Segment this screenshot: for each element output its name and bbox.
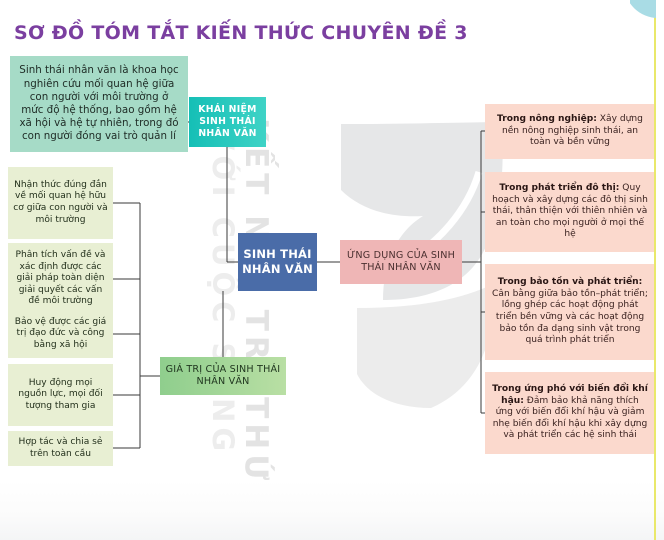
application-node: ỨNG DỤNG CỦA SINH THÁI NHÂN VĂN bbox=[340, 240, 462, 284]
values-node: GIÁ TRỊ CỦA SINH THÁI NHÂN VĂN bbox=[160, 357, 286, 395]
definition-box: Sinh thái nhân văn là khoa học nghiên cứ… bbox=[10, 56, 188, 152]
application-item: Trong ứng phó với biến đổi khí hậu: Đảm … bbox=[485, 372, 655, 454]
application-item: Trong phát triển đô thị: Quy hoạch và xâ… bbox=[485, 172, 655, 252]
application-item-text: Trong phát triển đô thị: Quy hoạch và xâ… bbox=[492, 183, 648, 241]
value-item: Phân tích vấn đề và xác định được các gi… bbox=[8, 243, 113, 315]
application-item-body: Quy hoạch và xây dựng các đô thị sinh th… bbox=[492, 182, 648, 240]
value-item-text: Huy động mọi nguồn lực, mọi đối tượng th… bbox=[18, 377, 103, 411]
application-item-text: Trong ứng phó với biến đổi khí hậu: Đảm … bbox=[492, 384, 648, 442]
value-item: Hợp tác và chia sẻ trên toàn cầu bbox=[8, 431, 113, 466]
definition-text: Sinh thái nhân văn là khoa học nghiên cứ… bbox=[19, 64, 179, 143]
application-item-heading: Trong nông nghiệp: bbox=[497, 114, 597, 125]
page-title: SƠ ĐỒ TÓM TẮT KIẾN THỨC CHUYÊN ĐỀ 3 bbox=[14, 22, 468, 44]
application-item: Trong bảo tồn và phát triển: Cân bằng gi… bbox=[485, 264, 655, 360]
watermark-text-line1: KẾT NỐI TRI THỨC bbox=[238, 118, 274, 513]
application-item-heading: Trong ứng phó với biến đổi khí hậu: bbox=[492, 383, 648, 406]
page-corner-accent bbox=[630, 0, 656, 26]
application-item-heading: Trong phát triển đô thị: bbox=[499, 182, 620, 193]
application-item-text: Trong nông nghiệp: Xây dựng nền nông ngh… bbox=[492, 114, 648, 149]
application-item-body: Xây dựng nền nông nghiệp sinh thái, an t… bbox=[501, 114, 643, 148]
application-item-text: Trong bảo tồn và phát triển: Cân bằng gi… bbox=[492, 277, 648, 347]
application-item: Trong nông nghiệp: Xây dựng nền nông ngh… bbox=[485, 104, 655, 159]
value-item: Nhận thức đúng đắn về mối quan hệ hữu cơ… bbox=[8, 167, 113, 239]
application-item-body: Cân bằng giữa bảo tồn–phát triển; lồng g… bbox=[492, 288, 648, 346]
page-bottom-shade bbox=[0, 480, 664, 540]
center-label: SINH THÁI NHÂN VĂN bbox=[242, 247, 313, 276]
center-node: SINH THÁI NHÂN VĂN bbox=[238, 233, 317, 291]
application-item-body: Đảm bảo khả năng thích ứng với biến đổi … bbox=[492, 395, 648, 441]
values-label: GIÁ TRỊ CỦA SINH THÁI NHÂN VĂN bbox=[165, 363, 281, 387]
value-item-text: Nhận thức đúng đắn về mối quan hệ hữu cơ… bbox=[13, 179, 108, 225]
page-right-edge-accent bbox=[654, 0, 656, 540]
value-item-text: Hợp tác và chia sẻ trên toàn cầu bbox=[18, 436, 103, 459]
value-item: Bảo vệ được các giá trị đạo đức và công … bbox=[8, 310, 113, 358]
concept-label: KHÁI NIỆM SINH THÁI NHÂN VĂN bbox=[198, 104, 257, 139]
application-label: ỨNG DỤNG CỦA SINH THÁI NHÂN VĂN bbox=[346, 249, 455, 273]
concept-node: KHÁI NIỆM SINH THÁI NHÂN VĂN bbox=[189, 97, 266, 147]
value-item-text: Bảo vệ được các giá trị đạo đức và công … bbox=[14, 316, 107, 350]
value-item-text: Phân tích vấn đề và xác định được các gi… bbox=[15, 249, 106, 307]
value-item: Huy động mọi nguồn lực, mọi đối tượng th… bbox=[8, 364, 113, 426]
application-item-heading: Trong bảo tồn và phát triển: bbox=[497, 277, 643, 288]
